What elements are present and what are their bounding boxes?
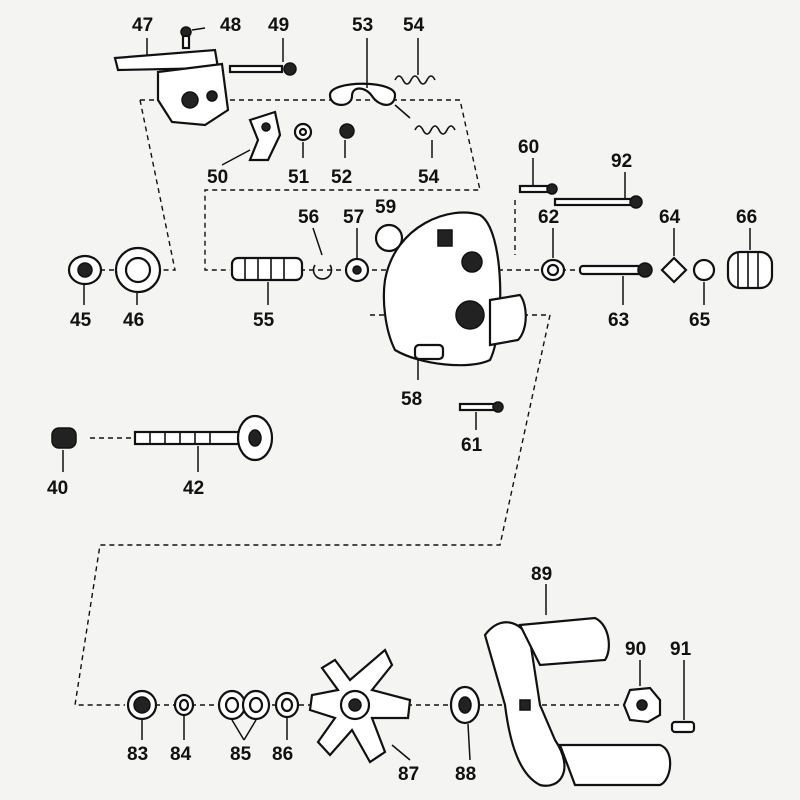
label-83: 83 [127,744,148,765]
label-53: 53 [352,15,373,36]
part-85-drag-washers [217,689,271,721]
part-45-bearing [67,254,103,286]
label-64: 64 [659,207,681,228]
part-42-main-shaft-gear [133,414,274,462]
label-63: 63 [608,310,629,331]
part-86-washer [274,691,300,719]
leader-lines [62,27,751,761]
label-60: 60 [518,137,539,158]
part-88-bushing [449,685,481,725]
part-40-bearing [51,427,77,449]
label-42: 42 [183,478,204,499]
part-53-spring-clip [328,82,411,119]
label-54-lower: 54 [418,167,440,188]
label-62: 62 [538,207,559,228]
label-61: 61 [461,435,483,456]
part-83-bearing [126,689,158,721]
part-66-cap [726,250,774,290]
label-66: 66 [736,207,757,228]
label-50: 50 [207,167,228,188]
label-49: 49 [268,15,289,36]
label-54-top: 54 [403,15,425,36]
part-65-washer [692,258,716,282]
label-90: 90 [625,639,646,660]
label-84: 84 [170,744,192,765]
label-47: 47 [132,15,153,36]
part-62-washer [540,258,566,282]
part-92-screw [553,195,643,209]
label-65: 65 [689,310,711,331]
label-52: 52 [331,167,352,188]
label-58: 58 [401,389,422,410]
label-51: 51 [288,167,310,188]
label-87: 87 [398,764,419,785]
label-59: 59 [375,197,396,218]
label-86: 86 [272,744,293,765]
label-45: 45 [70,310,92,331]
part-56-e-ring [312,264,333,280]
part-59-knob [374,223,404,253]
label-56: 56 [298,207,319,228]
assembly-lines [74,99,625,706]
label-57: 57 [343,207,364,228]
part-60-screw [518,183,558,195]
part-64-washer [660,256,688,284]
part-55-shaft [230,256,304,282]
label-89: 89 [531,564,552,585]
side-plate-body [382,211,527,367]
label-48: 48 [220,15,241,36]
part-labels: 47 48 49 53 54 50 51 52 54 60 92 56 57 5… [47,15,757,785]
part-54-spring-top [394,75,436,85]
label-91: 91 [670,639,692,660]
label-40: 40 [47,478,68,499]
label-85: 85 [230,744,252,765]
part-52-nut [339,123,355,139]
part-61-screw [458,401,504,413]
part-51-washer [293,122,313,142]
part-84-washer [173,693,195,717]
part-57-bearing [344,257,370,283]
part-90-nut [622,686,662,724]
part-54-spring-lower [414,125,456,135]
label-88: 88 [455,764,476,785]
label-46: 46 [123,310,144,331]
part-48-screw [180,26,192,50]
part-50-pawl [248,110,282,162]
part-49-screw [228,62,297,76]
part-89-handle [483,616,672,787]
part-91-screw [670,720,696,734]
label-92: 92 [611,151,632,172]
part-46-bushing [114,246,162,294]
label-55: 55 [253,310,275,331]
part-47-level-wind-plate [113,48,230,127]
part-63-shaft [578,262,653,278]
part-87-star-drag [308,648,412,764]
